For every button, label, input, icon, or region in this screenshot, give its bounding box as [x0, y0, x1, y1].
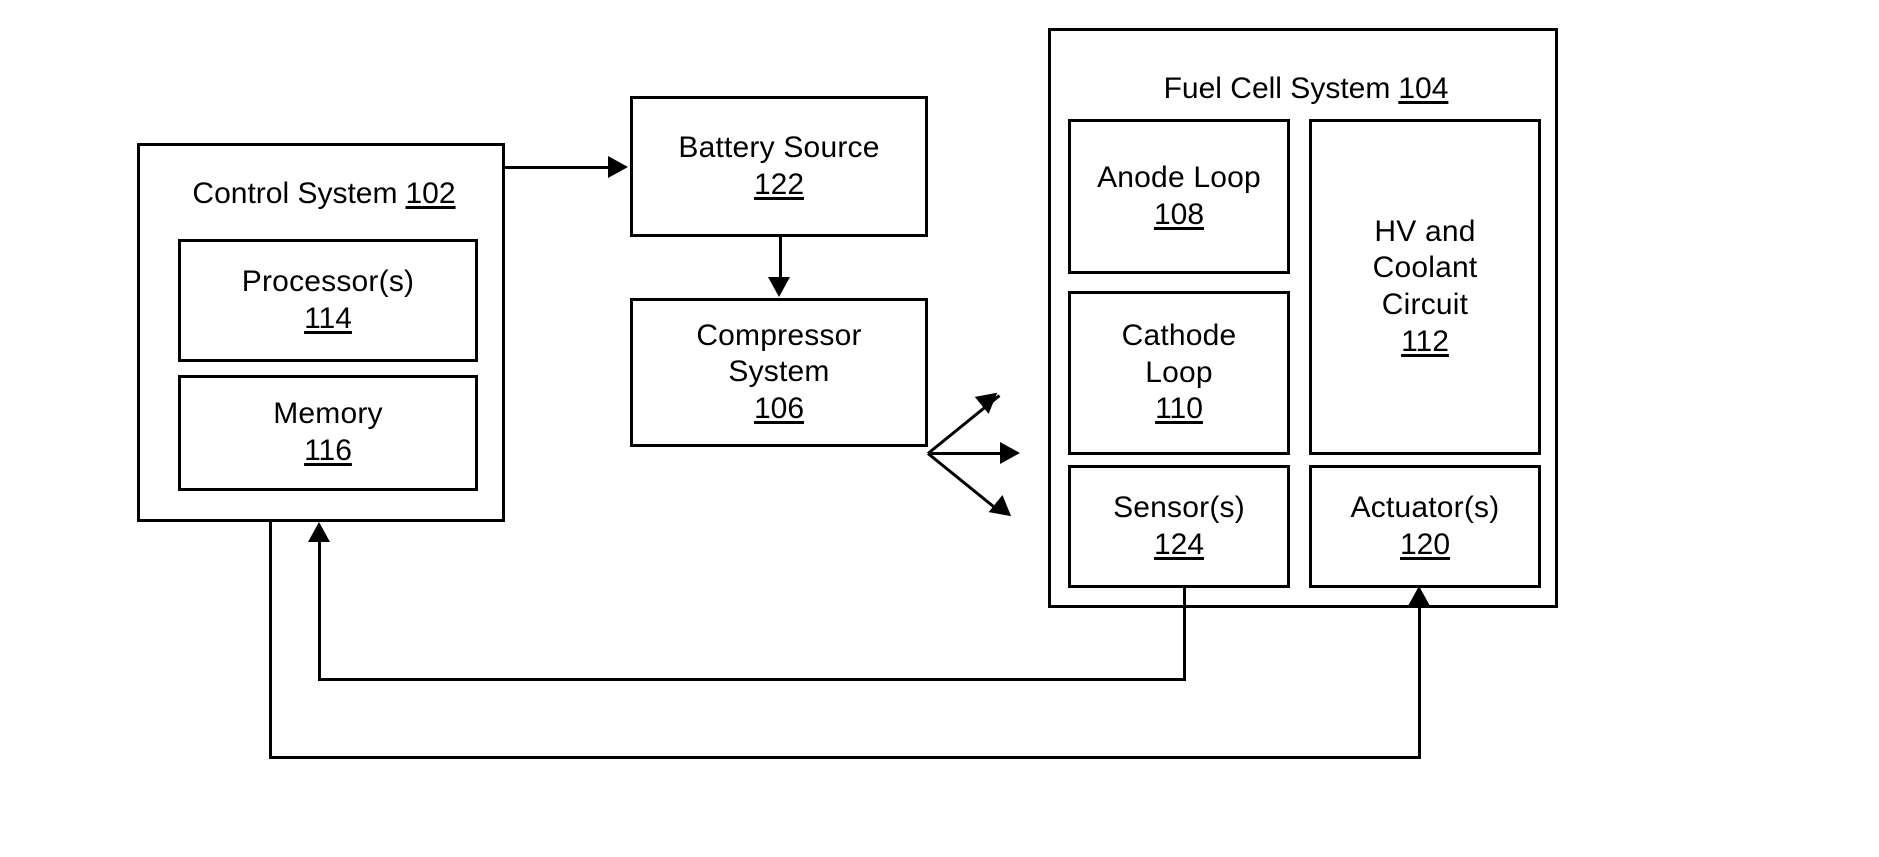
- battery-source-ref: 122: [753, 167, 805, 201]
- connector-battery-to-compressor-arrowhead: [768, 277, 790, 297]
- hv-coolant-circuit-ref: 112: [1401, 324, 1449, 358]
- connector-compressor-middle-line: [928, 452, 1006, 455]
- connector-actuators-command-run: [269, 756, 1420, 759]
- anode-loop-ref: 108: [1153, 197, 1205, 231]
- connector-battery-to-compressor-line: [779, 237, 782, 280]
- sensors-ref: 124: [1153, 527, 1205, 561]
- control-system-title: Control System: [192, 177, 398, 210]
- compressor-system-label: Compressor System: [696, 318, 862, 389]
- block-cathode-loop[interactable]: Cathode Loop 110: [1068, 291, 1290, 455]
- connector-compressor-middle-arrowhead: [1000, 442, 1020, 464]
- memory-ref: 116: [304, 434, 352, 467]
- block-anode-loop[interactable]: Anode Loop 108: [1068, 119, 1290, 274]
- control-system-ref: 102: [405, 177, 456, 210]
- block-actuators[interactable]: Actuator(s) 120: [1309, 465, 1541, 588]
- connector-sensors-feedback-rise: [318, 540, 321, 680]
- sensors-label: Sensor(s): [1113, 490, 1245, 524]
- fuel-cell-system-ref: 104: [1398, 72, 1449, 105]
- connector-control-to-battery-arrowhead: [608, 156, 628, 178]
- connector-sensors-feedback-run: [318, 678, 1186, 681]
- processor-label: Processor(s): [241, 264, 415, 298]
- block-compressor-system[interactable]: Compressor System 106: [630, 298, 928, 447]
- connector-actuators-command-arrowhead: [1408, 586, 1430, 606]
- block-sensors[interactable]: Sensor(s) 124: [1068, 465, 1290, 588]
- memory-label: Memory: [273, 397, 383, 431]
- connector-sensors-feedback-drop: [1183, 585, 1186, 680]
- battery-source-label: Battery Source: [678, 130, 880, 164]
- block-processor[interactable]: Processor(s) 114: [178, 239, 478, 362]
- connector-sensors-feedback-arrowhead: [308, 522, 330, 542]
- connector-compressor-lower-arrowhead: [988, 494, 1019, 525]
- cathode-loop-ref: 110: [1155, 392, 1203, 426]
- compressor-system-ref: 106: [753, 391, 805, 425]
- connector-actuators-command-drop: [269, 522, 272, 758]
- block-hv-coolant-circuit[interactable]: HV and Coolant Circuit 112: [1309, 119, 1541, 455]
- actuators-ref: 120: [1399, 527, 1451, 561]
- connector-control-to-battery-line: [505, 166, 610, 169]
- block-memory[interactable]: Memory 116: [178, 375, 478, 491]
- fuel-cell-system-title: Fuel Cell System: [1163, 72, 1391, 105]
- block-battery-source[interactable]: Battery Source 122: [630, 96, 928, 237]
- connector-actuators-command-rise: [1418, 604, 1421, 759]
- cathode-loop-label: Cathode Loop: [1121, 319, 1237, 389]
- anode-loop-label: Anode Loop: [1097, 160, 1261, 194]
- hv-coolant-circuit-label: HV and Coolant Circuit: [1372, 214, 1478, 321]
- actuators-label: Actuator(s): [1350, 490, 1500, 524]
- processor-ref: 114: [304, 301, 352, 335]
- connector-compressor-lower-line: [927, 452, 1001, 513]
